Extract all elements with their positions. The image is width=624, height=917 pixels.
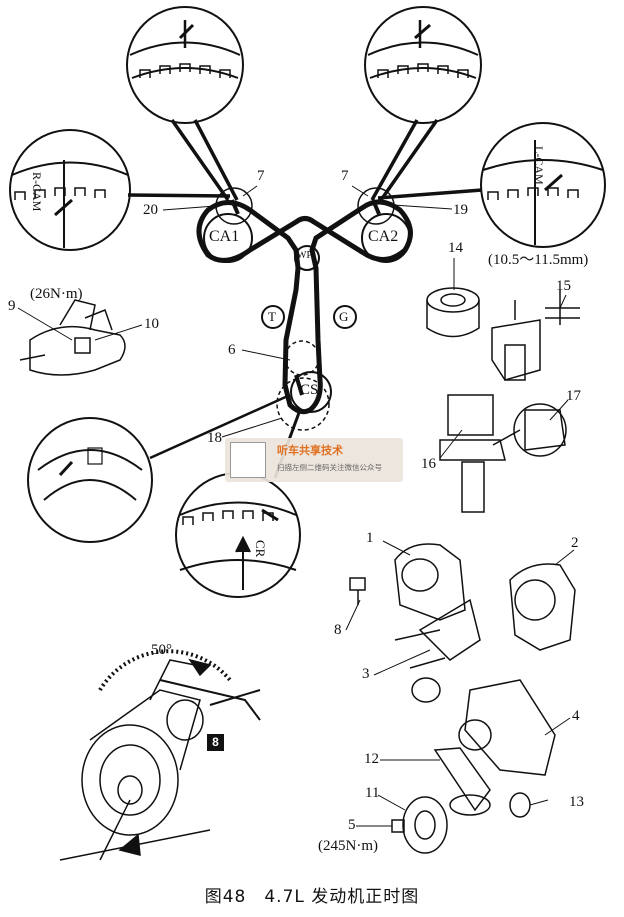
- callout-13: 13: [569, 794, 584, 810]
- zoom-circle-cr: [175, 472, 301, 598]
- watermark-banner: 听车共享技术 扫描左侧二维码关注微信公众号: [225, 438, 403, 482]
- cs-dashed-circle-1: [284, 340, 320, 376]
- pulley-ca2-label: CA2: [368, 228, 399, 245]
- l-cam-mark: L-CAM: [532, 146, 546, 185]
- pulley-g: [333, 305, 357, 329]
- hand-tool-illustration: [19, 299, 126, 376]
- watermark-subtitle: 扫描左侧二维码关注微信公众号: [277, 463, 382, 472]
- callout-11: 11: [365, 785, 380, 801]
- angle-50: 50°: [151, 642, 172, 658]
- pulley-t-label: T: [268, 309, 276, 324]
- callout-5: 5: [348, 817, 356, 833]
- qr-code-icon: [230, 442, 266, 478]
- callout-1: 1: [366, 530, 374, 546]
- pulley-g-label: G: [339, 309, 349, 324]
- r-cam-mark: R-CAM: [30, 172, 44, 212]
- callout-16: 16: [421, 456, 436, 472]
- pulley-ca2-mark-ring: [357, 187, 395, 225]
- callout-10: 10: [144, 316, 159, 332]
- connector-lines: [127, 118, 483, 479]
- callout-14: 14: [448, 240, 463, 256]
- cr-mark: CR: [253, 540, 268, 558]
- callout-19: 19: [453, 202, 468, 218]
- figure-caption: 图48 4.7L 发动机正时图: [204, 887, 420, 907]
- pulley-ca1: [203, 213, 253, 263]
- pulley-ca1-label: CA1: [209, 228, 240, 245]
- pulley-ca2: [361, 213, 411, 263]
- pulley-angle-illustration: [59, 649, 261, 861]
- tensioner-assembly: [426, 287, 580, 381]
- callout-leaders: [17, 185, 575, 827]
- callout-15: 15: [556, 278, 571, 294]
- torque-26nm: (26N·m): [30, 286, 83, 302]
- step-badge-8: 8: [207, 734, 224, 751]
- pulley-wp: [294, 245, 320, 271]
- zoom-circle-ca2-mark: [364, 6, 482, 124]
- watermark-title: 听车共享技术: [277, 444, 343, 457]
- callout-6: 6: [228, 342, 236, 358]
- zoom-circle-l-cam: [480, 122, 606, 248]
- torque-245nm: (245N·m): [318, 838, 378, 854]
- exploded-view: [349, 543, 576, 854]
- callout-2: 2: [571, 535, 579, 551]
- callout-9: 9: [8, 298, 16, 314]
- pulley-t: [261, 305, 285, 329]
- zoom-circle-r-cam: [9, 129, 131, 251]
- callout-4: 4: [572, 708, 580, 724]
- pulley-wp-label: WP: [297, 250, 312, 261]
- callout-12: 12: [364, 751, 379, 767]
- callout-7-left: 7: [257, 168, 265, 184]
- callout-20: 20: [143, 202, 158, 218]
- callout-18: 18: [207, 430, 222, 446]
- zoom-circle-crank: [27, 417, 153, 543]
- callout-8: 8: [334, 622, 342, 638]
- pulley-cs-label: CS: [300, 382, 319, 398]
- timing-belt: [196, 199, 413, 415]
- callout-7-right: 7: [341, 168, 349, 184]
- zoom-circle-ca1-mark: [126, 6, 244, 124]
- cs-dashed-circle-2: [276, 377, 330, 431]
- pulley-ca1-mark-ring: [215, 187, 253, 225]
- gap-spec: (10.5～11.5mm): [488, 252, 589, 268]
- callout-3: 3: [362, 666, 370, 682]
- callout-17: 17: [566, 388, 581, 404]
- press-assembly: [439, 394, 567, 513]
